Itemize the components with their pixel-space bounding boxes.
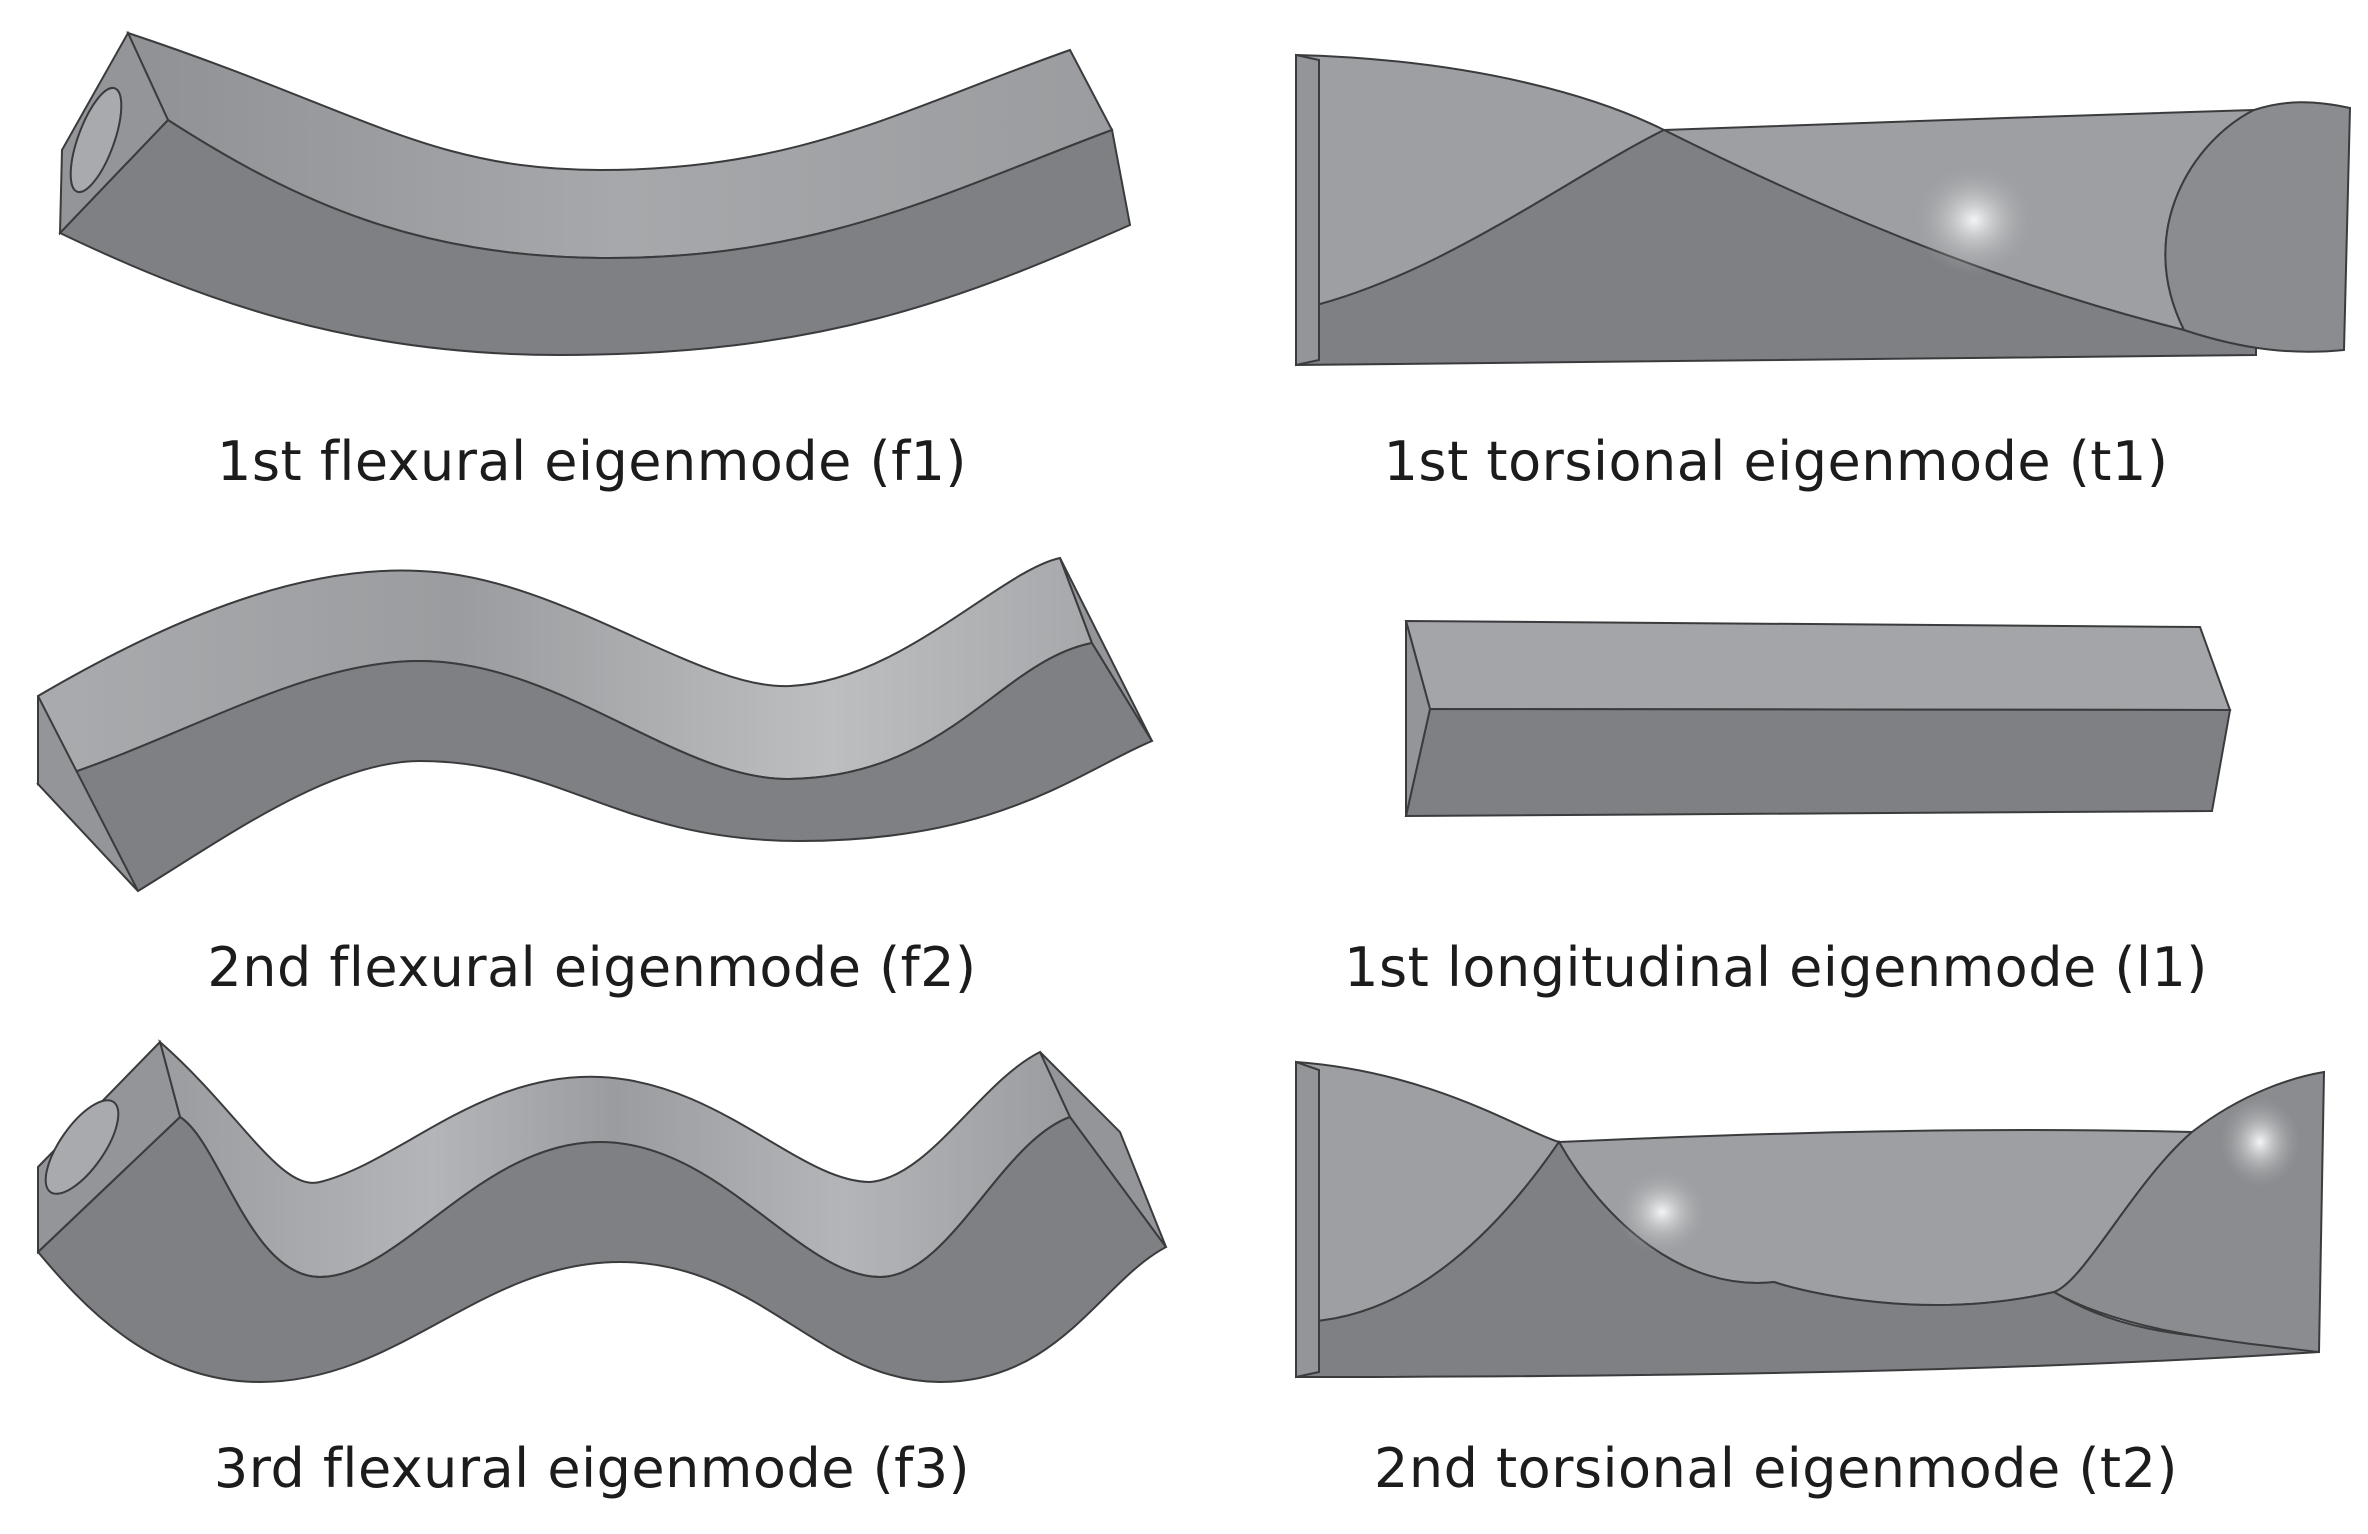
caption-t2: 2nd torsional eigenmode (t2) bbox=[1373, 1437, 2178, 1500]
panel-f1: 1st flexural eigenmode (f1) bbox=[0, 0, 1184, 511]
beam-end-face-right bbox=[1059, 557, 1153, 742]
beam-f3-illustration bbox=[36, 1039, 1168, 1384]
beam-f1-illustration bbox=[58, 30, 1132, 357]
caption-f1: 1st flexural eigenmode (f1) bbox=[216, 430, 967, 493]
beam-l1-illustration bbox=[1404, 619, 2232, 818]
twisted-face-lower bbox=[1295, 1140, 2320, 1379]
beam-end-face-right bbox=[1039, 1051, 1167, 1248]
caption-l1: 1st longitudinal eigenmode (l1) bbox=[1344, 936, 2208, 999]
beam-end-face bbox=[37, 695, 139, 892]
beam-end-face bbox=[1405, 620, 1432, 817]
beam-end-face bbox=[1295, 1060, 1320, 1379]
panel-l1: 1st longitudinal eigenmode (l1) bbox=[1184, 511, 2368, 1022]
caption-t1: 1st torsional eigenmode (t1) bbox=[1383, 430, 2169, 493]
highlight bbox=[2220, 1097, 2300, 1187]
beam-end-face bbox=[1295, 53, 1320, 367]
hole-end-face bbox=[69, 86, 123, 194]
beam-side-face bbox=[36, 1115, 1168, 1384]
beam-t2-illustration bbox=[1295, 1060, 2326, 1379]
caption-f3: 3rd flexural eigenmode (f3) bbox=[213, 1437, 971, 1500]
beam-side-face bbox=[1404, 707, 2232, 818]
twisted-face-right bbox=[2164, 101, 2352, 353]
hole-end-face bbox=[44, 1099, 120, 1195]
beam-side-face bbox=[58, 118, 1132, 357]
beam-top-face bbox=[1404, 619, 2232, 712]
highlight bbox=[1617, 1170, 1707, 1254]
beam-t1-illustration bbox=[1295, 53, 2352, 367]
highlight bbox=[1914, 165, 2034, 275]
panel-f3: 3rd flexural eigenmode (f3) bbox=[0, 1022, 1184, 1534]
panel-t1: 1st torsional eigenmode (t1) bbox=[1184, 0, 2368, 511]
beam-f2-illustration bbox=[36, 556, 1154, 893]
panel-f2: 2nd flexural eigenmode (f2) bbox=[0, 511, 1184, 1022]
caption-f2: 2nd flexural eigenmode (f2) bbox=[207, 936, 977, 999]
panel-t2: 2nd torsional eigenmode (t2) bbox=[1184, 1022, 2368, 1534]
